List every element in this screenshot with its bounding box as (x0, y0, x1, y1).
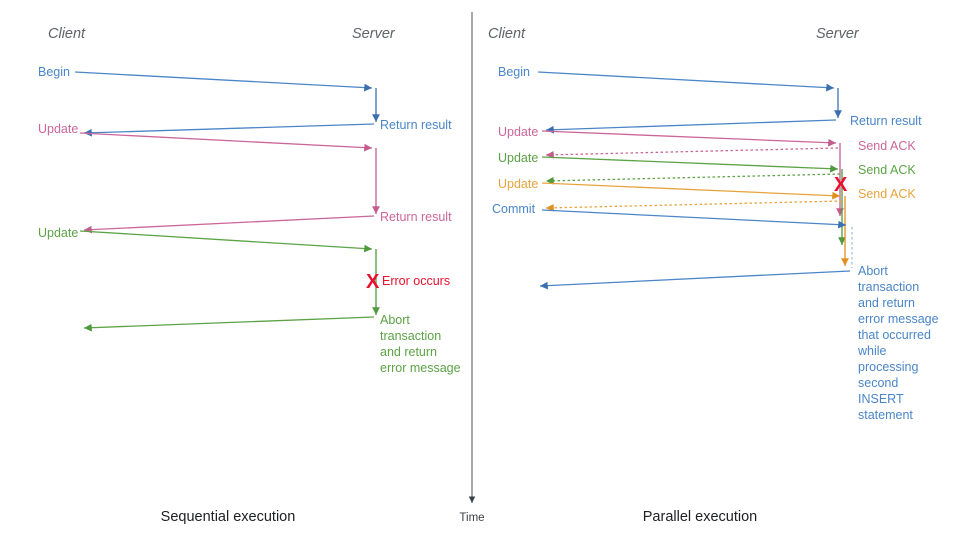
right-msg-label-commit: Commit (492, 202, 536, 216)
right-arrow-return-result (545, 119, 837, 134)
right-abort-note-line-0: Abort (858, 264, 888, 278)
left-arrow-return-result-2 (83, 215, 375, 234)
right-arrow-update-2 (541, 156, 839, 173)
right-server-note-1: Send ACK (858, 139, 916, 153)
right-arrow-ack-1 (545, 147, 839, 159)
right-abort-note-line-6: processing (858, 360, 918, 374)
right-server-note-0: Return result (850, 114, 922, 128)
left-msg-label-begin: Begin (38, 65, 70, 79)
right-abort-note-line-3: error message (858, 312, 939, 326)
right-server-note-3: Send ACK (858, 187, 916, 201)
right-lane-server-title: Server (816, 26, 860, 42)
right-panel-caption: Parallel execution (643, 509, 757, 525)
right-error-x-icon: X (834, 174, 848, 196)
right-arrow-begin (537, 71, 835, 92)
right-abort-note-line-1: transaction (858, 280, 919, 294)
left-lane-server-title: Server (352, 26, 396, 42)
right-msg-label-update-1: Update (498, 125, 538, 139)
left-server-note-1: Return result (380, 210, 452, 224)
left-lane-client-title: Client (48, 26, 86, 42)
left-server-note-0: Return result (380, 118, 452, 132)
time-axis-label: Time (459, 512, 484, 524)
right-arrow-ack-3 (545, 200, 843, 212)
right-arrow-commit (541, 209, 847, 229)
right-abort-note-line-7: second (858, 376, 898, 390)
right-msg-label-begin: Begin (498, 65, 530, 79)
left-error-label: Error occurs (382, 274, 450, 288)
left-arrow-update-2 (79, 230, 373, 253)
left-abort-note-line-0: Abort (380, 313, 410, 327)
right-abort-note-line-4: that occurred (858, 328, 931, 342)
left-msg-label-update-2: Update (38, 226, 78, 240)
right-lane-client-title: Client (488, 26, 526, 42)
left-arrow-begin (74, 71, 373, 92)
left-abort-note-line-3: error message (380, 361, 461, 375)
right-abort-note-line-5: while (857, 344, 887, 358)
left-error-x-icon: X (366, 271, 380, 293)
right-abort-note-line-2: and return (858, 296, 915, 310)
right-abort-note-line-9: statement (858, 408, 913, 422)
right-arrow-ack-2 (545, 173, 841, 185)
right-msg-label-update-2: Update (498, 151, 538, 165)
right-arrow-update-3 (541, 182, 841, 200)
right-arrow-abort-return (539, 270, 851, 290)
right-arrow-update-1 (541, 130, 837, 147)
left-abort-note-line-2: and return (380, 345, 437, 359)
left-arrow-return-result-1 (83, 123, 375, 137)
right-server-note-2: Send ACK (858, 163, 916, 177)
left-panel-caption: Sequential execution (161, 509, 296, 525)
left-arrow-update-1 (79, 132, 373, 152)
right-msg-label-update-3: Update (498, 177, 538, 191)
right-abort-note-line-8: INSERT (858, 392, 904, 406)
left-msg-label-update-1: Update (38, 122, 78, 136)
left-arrow-abort-return (83, 316, 375, 332)
left-abort-note-line-1: transaction (380, 329, 441, 343)
